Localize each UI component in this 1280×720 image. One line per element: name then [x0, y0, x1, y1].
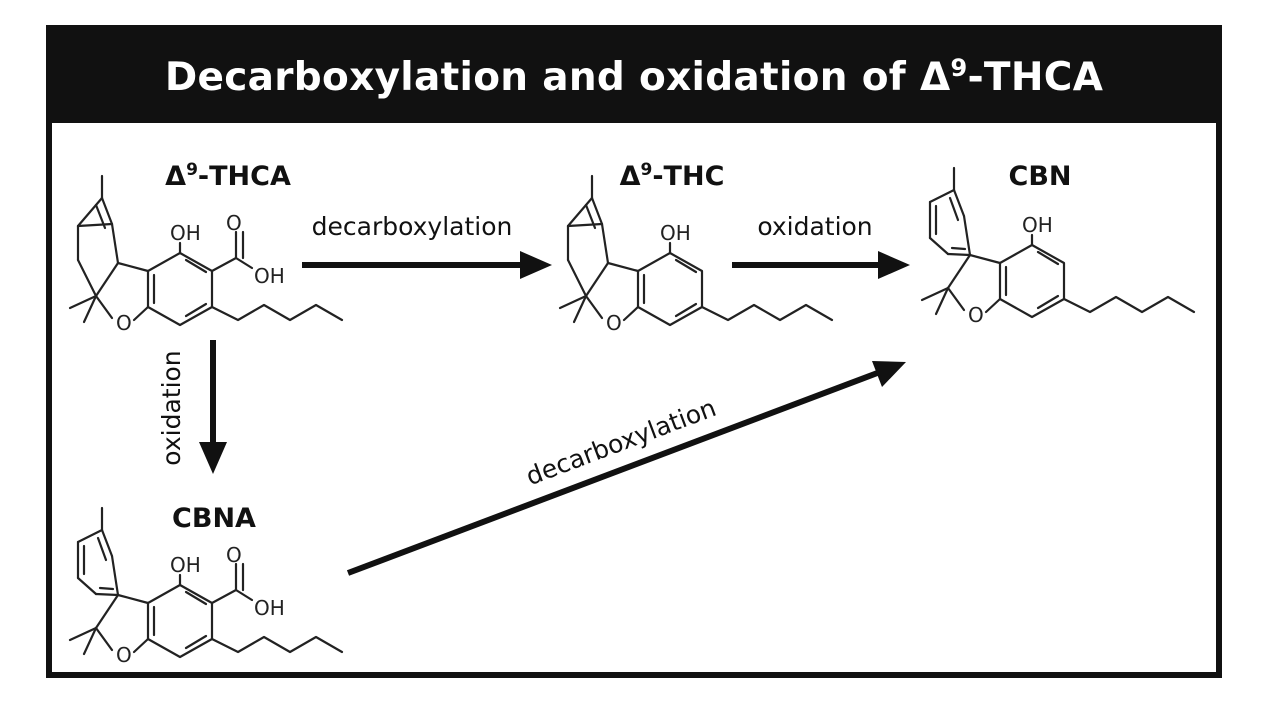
- acid-hydroxyl-label: OH: [254, 596, 285, 620]
- carbonyl-oxygen-label: O: [226, 543, 242, 567]
- step-label-thca-to-cbna: oxidation: [157, 350, 186, 465]
- structure-thc: OH O: [558, 174, 834, 335]
- acid-hydroxyl-label: OH: [254, 264, 285, 288]
- arrow-thc-to-cbn: [732, 251, 910, 279]
- hydroxyl-label: OH: [170, 221, 201, 245]
- hydroxyl-label: OH: [170, 553, 201, 577]
- title-bar: Decarboxylation and oxidation of Δ9-THCA: [52, 31, 1216, 123]
- ring-oxygen-label: O: [116, 311, 132, 335]
- structure-cbn: OH O: [920, 166, 1196, 327]
- step-label-thc-to-cbn: oxidation: [757, 212, 872, 241]
- carbonyl-oxygen-label: O: [226, 211, 242, 235]
- ring-oxygen-label: O: [968, 303, 984, 327]
- compound-name-thc: Δ9-THC: [620, 160, 725, 192]
- title-text: Decarboxylation and oxidation of Δ9-THCA: [164, 54, 1104, 100]
- structure-cbna: OH O O OH: [68, 506, 344, 667]
- hydroxyl-label: OH: [1022, 213, 1053, 237]
- hydroxyl-label: OH: [660, 221, 691, 245]
- ring-oxygen-label: O: [606, 311, 622, 335]
- step-label-thca-to-thc: decarboxylation: [312, 212, 513, 241]
- arrow-cbna-to-cbn: [346, 361, 906, 576]
- ring-oxygen-label: O: [116, 643, 132, 667]
- arrow-thca-to-cbna: [199, 340, 227, 474]
- structure-thca: OH O O OH: [68, 174, 344, 335]
- compound-name-cbna: CBNA: [172, 503, 256, 534]
- compound-name-thca: Δ9-THCA: [165, 160, 291, 192]
- compound-name-cbn: CBN: [1009, 161, 1072, 192]
- arrow-thca-to-thc: [302, 251, 552, 279]
